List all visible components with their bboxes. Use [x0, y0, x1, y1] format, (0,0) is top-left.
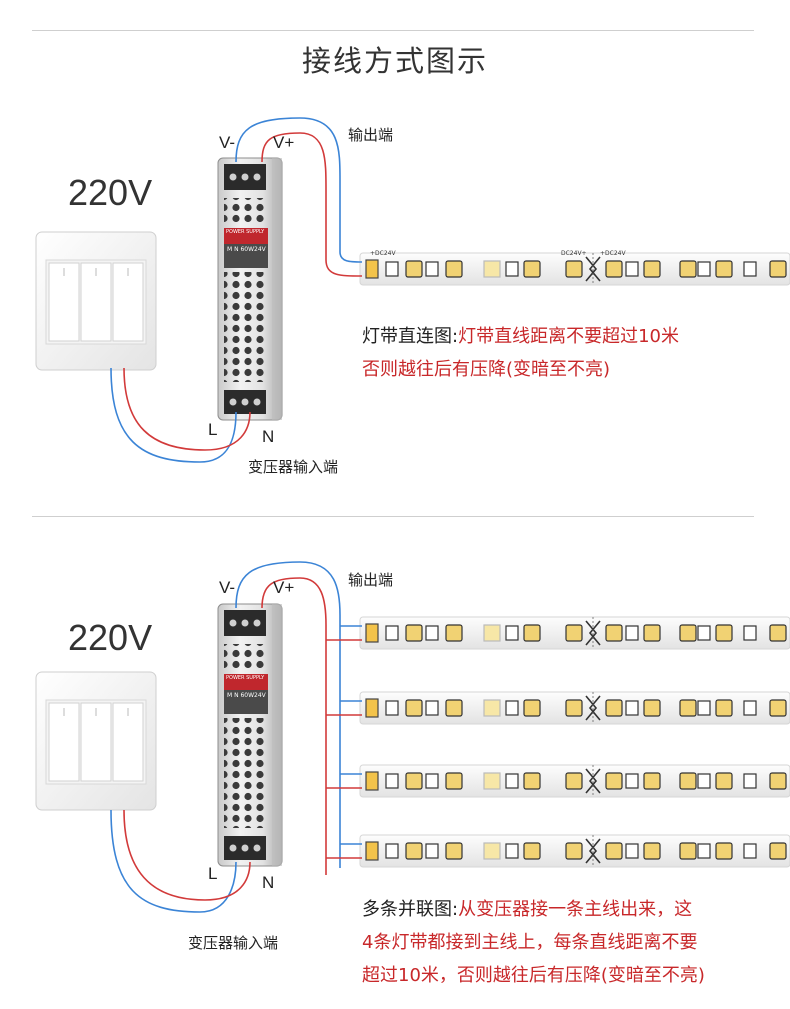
- strip-dc-label-c: +DC24V: [600, 250, 626, 257]
- v-minus-label-2: V-: [219, 578, 236, 597]
- wall-switch-2: [35, 671, 157, 811]
- psu-brand-2: POWER SUPPLY: [226, 675, 265, 681]
- wire-input-blue-2: [110, 809, 237, 913]
- description-1-body-1: 灯带直线距离不要超过10米: [458, 326, 679, 347]
- strip-dc-label-b: DC24V+: [561, 250, 587, 257]
- v-plus-label-1: V+: [273, 133, 295, 152]
- page-title: 接线方式图示: [301, 44, 488, 78]
- led-strip-2d: [359, 834, 790, 868]
- voltage-label-2: 220V: [68, 617, 153, 658]
- wire-output-blue-2: [235, 561, 341, 868]
- input-terminal-label-1: 变压器输入端: [248, 458, 339, 476]
- led-strip-1: [359, 252, 790, 286]
- wire-input-blue-1: [110, 367, 237, 463]
- wire-output-red-2: [261, 577, 327, 875]
- top-divider: [32, 30, 754, 31]
- power-supply-1: [217, 157, 283, 421]
- v-minus-label-1: V-: [219, 133, 236, 152]
- description-1-body-2: 否则越往后有压降(变暗至不亮): [362, 359, 611, 380]
- description-2-lead: 多条并联图:: [362, 899, 459, 920]
- description-2-body-1: 从变压器接一条主线出来，这: [458, 899, 693, 920]
- description-2-body-3: 超过10米，否则越往后有压降(变暗至不亮): [362, 965, 705, 986]
- led-strip-2a: [359, 616, 790, 650]
- n-label-2: N: [262, 873, 275, 892]
- output-terminal-label-1: 输出端: [348, 126, 394, 144]
- l-label-2: L: [208, 864, 218, 883]
- v-plus-label-2: V+: [273, 578, 295, 597]
- voltage-label-1: 220V: [68, 172, 153, 213]
- psu-model-1: M N 60W24V: [227, 246, 266, 253]
- power-supply-2: [217, 603, 283, 867]
- output-terminal-label-2: 输出端: [348, 571, 394, 589]
- input-terminal-label-2: 变压器输入端: [188, 934, 279, 952]
- branch-taps: [326, 625, 362, 859]
- psu-brand-1: POWER SUPPLY: [226, 229, 265, 235]
- psu-model-2: M N 60W24V: [227, 692, 266, 699]
- section-divider: [32, 516, 754, 517]
- description-1-lead: 灯带直连图:: [362, 326, 459, 347]
- led-strip-2b: [359, 691, 790, 725]
- wire-output-red-1: [261, 132, 363, 277]
- wire-output-blue-1: [235, 117, 363, 263]
- n-label-1: N: [262, 427, 275, 446]
- description-2: 多条并联图:从变压器接一条主线出来，这 4条灯带都接到主线上，每条直线距离不要 …: [362, 893, 772, 992]
- wall-switch-1: [35, 231, 157, 371]
- description-1: 灯带直连图:灯带直线距离不要超过10米 否则越往后有压降(变暗至不亮): [362, 320, 762, 386]
- wire-input-red-1: [123, 367, 251, 451]
- description-2-body-2: 4条灯带都接到主线上，每条直线距离不要: [362, 932, 698, 953]
- strip-dc-label-a: +DC24V: [370, 250, 396, 257]
- led-strip-2c: [359, 764, 790, 798]
- wire-input-red-2: [123, 809, 251, 901]
- l-label-1: L: [208, 420, 218, 439]
